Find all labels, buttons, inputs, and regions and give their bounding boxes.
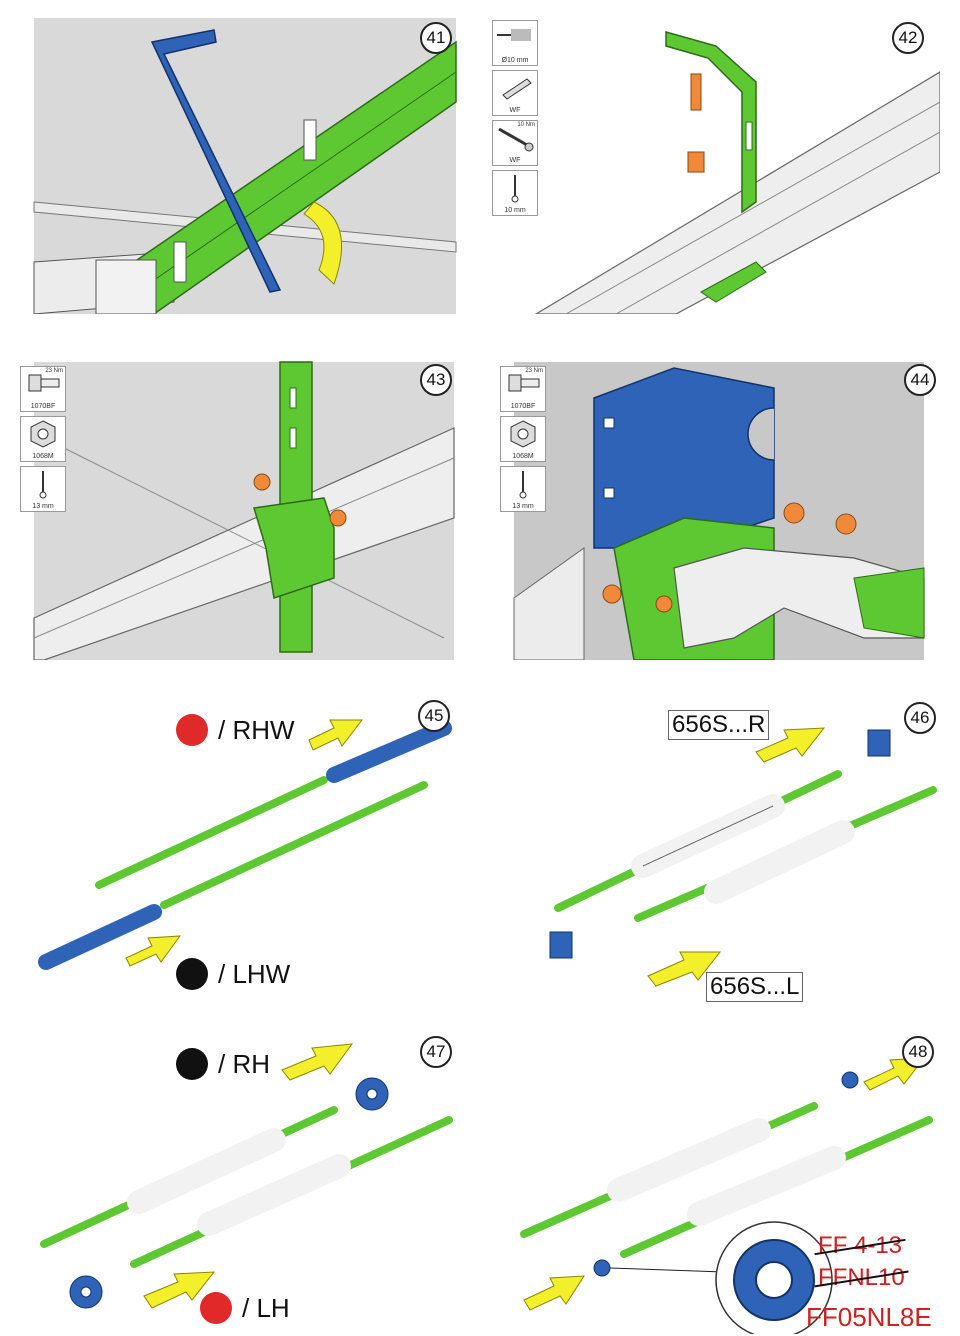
step-48-illustration: [520, 1057, 933, 1334]
step-number: 47: [420, 1036, 452, 1068]
struck-code-2: FFNL10: [818, 1264, 905, 1291]
socket-wrench-icon: [519, 471, 527, 499]
step-number: 48: [902, 1036, 934, 1068]
legend-bottom: / LH: [200, 1292, 290, 1324]
final-part-code: FF05NL8E: [806, 1302, 932, 1332]
tool-nut: 1068M: [500, 416, 546, 462]
tool-socket-wrench: 13 mm: [20, 466, 66, 512]
step-47-panel: / RH / LH 47: [4, 1022, 468, 1334]
red-dot-icon: [200, 1292, 232, 1324]
tool-socket-wrench: 10 mm: [492, 170, 538, 216]
nut-icon: [510, 420, 536, 448]
step-48-panel: FF 4-13 FFNL10 FF05NL8E 48: [484, 1022, 948, 1334]
screw-icon: [498, 127, 534, 152]
step-number: 45: [418, 700, 450, 732]
step-41-illustration: [33, 18, 457, 314]
step-44-panel: 23 Nm 1070BF 1068M 13 mm 44: [484, 348, 948, 660]
legend-bottom-label: / LHW: [218, 958, 291, 989]
step-number: 41: [420, 22, 452, 54]
black-dot-icon: [176, 958, 208, 990]
step-46-illustration: [549, 727, 937, 987]
step-41-panel: 41: [4, 2, 468, 314]
drill-icon: [497, 29, 531, 41]
legend-bottom: / LHW: [176, 958, 290, 990]
tool-screw: 10 Nm WF: [492, 120, 538, 166]
step-number: 43: [420, 364, 452, 396]
nut-icon: [30, 420, 56, 448]
tool-socket-wrench: 13 mm: [500, 466, 546, 512]
bolt-icon: [508, 374, 540, 392]
legend-top-label: / RH: [218, 1048, 270, 1079]
step-number: 46: [904, 702, 936, 734]
socket-wrench-icon: [39, 471, 47, 499]
step-number: 44: [904, 364, 936, 396]
tool-bolt: 23 Nm 1070BF: [500, 366, 546, 412]
part-code-top: 656S...R: [668, 710, 770, 740]
step-46-panel: 656S...R 656S...L 46: [488, 690, 952, 1002]
tool-bolt: 23 Nm 1070BF: [20, 366, 66, 412]
black-dot-icon: [176, 1048, 208, 1080]
bolt-icon: [28, 374, 60, 392]
tool-drill: Ø10 mm: [492, 20, 538, 66]
legend-top: / RHW: [176, 714, 295, 746]
step-45-illustration: [38, 719, 452, 970]
step-44-illustration: [513, 362, 925, 660]
step-43-panel: 23 Nm 1070BF 1068M 13 mm 43: [4, 348, 468, 660]
legend-top-label: / RHW: [218, 714, 295, 745]
socket-wrench-icon: [511, 175, 519, 203]
step-47-illustration: [40, 1043, 453, 1309]
step-42-panel: Ø10 mm WF 10 Nm WF 10 mm 42: [476, 2, 940, 314]
struck-code-1: FF 4-13: [818, 1232, 903, 1259]
tool-nut: 1068M: [20, 416, 66, 462]
part-code-bottom: 656S...L: [706, 972, 804, 1002]
legend-top: / RH: [176, 1048, 270, 1080]
step-43-illustration: [33, 361, 455, 660]
red-dot-icon: [176, 714, 208, 746]
wall-plug-icon: [502, 78, 532, 100]
legend-bottom-label: / LH: [242, 1292, 290, 1323]
step-45-panel: / RHW / LHW 45: [4, 690, 468, 1002]
step-42-illustration: [534, 31, 940, 314]
tool-wall-plug: WF: [492, 70, 538, 116]
step-number: 42: [892, 22, 924, 54]
